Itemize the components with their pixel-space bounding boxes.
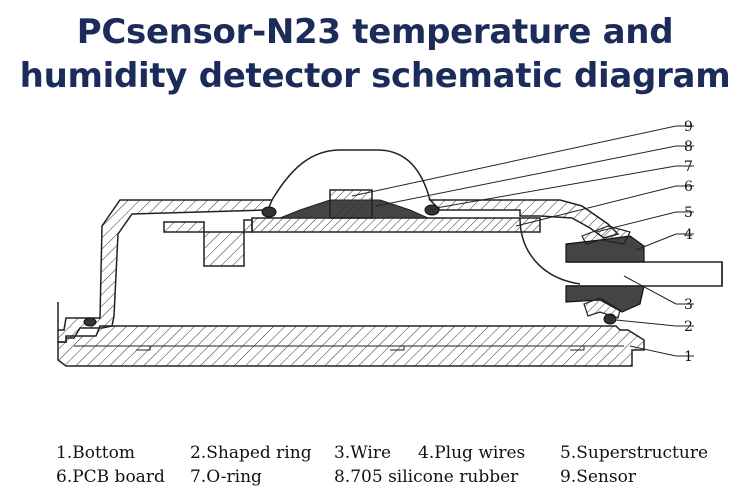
callout-3: 3	[684, 297, 693, 313]
callout-leaders	[351, 125, 694, 357]
callout-5: 5	[684, 205, 693, 221]
superstructure-right	[428, 199, 620, 239]
legend-item-bottom: 1.Bottom	[56, 443, 135, 463]
title-line-2: humidity detector schematic diagram	[19, 56, 731, 96]
mounting-post	[163, 219, 253, 267]
pcb-board	[251, 217, 541, 233]
gland-cap	[581, 225, 631, 245]
callout-9: 9	[684, 119, 693, 135]
sensor-block	[329, 189, 373, 219]
bottom-slots	[136, 346, 585, 351]
callout-4: 4	[684, 227, 693, 243]
legend-item-superstructure: 5.Superstructure	[560, 443, 709, 463]
o-ring-bottom	[83, 317, 97, 327]
callout-labels: 9 8 7 6 5 4 3 2 1	[684, 119, 693, 365]
gland-lower	[583, 297, 621, 319]
legend-row-2: 6.PCB board 7.O-ring 8.705 silicone rubb…	[56, 465, 746, 489]
legend-item-pcb-board: 6.PCB board	[56, 467, 165, 487]
wire-curve	[519, 217, 581, 285]
legend-item-silicone-rubber: 8.705 silicone rubber	[334, 467, 519, 487]
callout-1: 1	[684, 349, 693, 365]
o-ring-left	[261, 206, 277, 218]
callout-7: 7	[684, 159, 693, 175]
diagram-title: PCsensor-N23 temperature and humidity de…	[0, 10, 750, 98]
callout-6: 6	[684, 179, 693, 195]
legend-item-shaped-ring: 2.Shaped ring	[190, 443, 312, 463]
legend-item-plug-wires: 4.Plug wires	[418, 443, 526, 463]
callout-8: 8	[684, 139, 693, 155]
callout-2: 2	[684, 319, 693, 335]
dome-cover	[271, 149, 431, 201]
cable	[566, 261, 723, 287]
legend-item-o-ring: 7.O-ring	[190, 467, 262, 487]
parts-legend: 1.Bottom 2.Shaped ring 3.Wire 4.Plug wir…	[56, 441, 746, 489]
legend-item-wire: 3.Wire	[334, 443, 392, 463]
legend-row-1: 1.Bottom 2.Shaped ring 3.Wire 4.Plug wir…	[56, 441, 746, 465]
legend-item-sensor: 9.Sensor	[560, 467, 636, 487]
title-line-1: PCsensor-N23 temperature and	[76, 12, 674, 52]
o-ring-right	[424, 204, 440, 216]
